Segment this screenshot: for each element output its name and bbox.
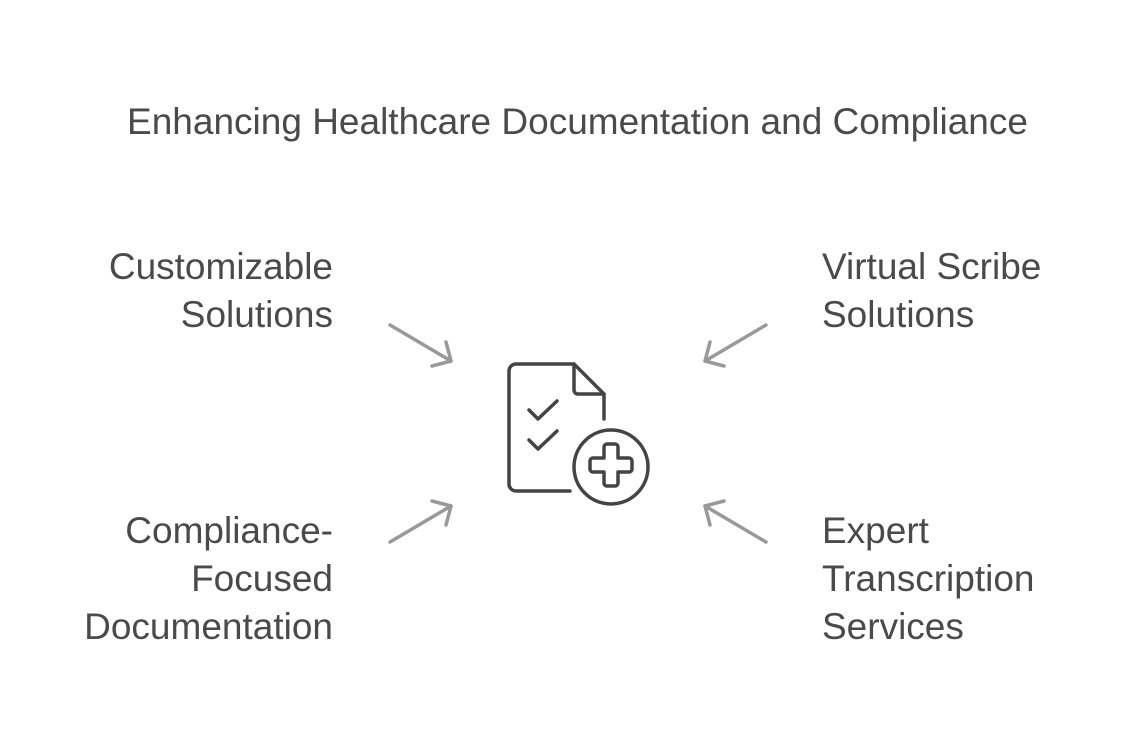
item-line: Customizable [108,246,333,287]
arrow-bottom-left-icon [388,499,453,544]
item-expert-transcription-services: Expert Transcription Services [822,507,1034,651]
diagram-title: Enhancing Healthcare Documentation and C… [127,101,1028,142]
item-line: Compliance- [125,510,333,551]
item-line: Documentation [84,606,333,647]
item-line: Solutions [180,294,333,335]
arrow-top-right-icon [703,323,768,368]
item-line: Transcription [822,558,1035,599]
item-customizable-solutions: Customizable Solutions [109,243,333,339]
item-line: Focused [191,558,333,599]
item-line: Solutions [822,294,975,335]
document-checklist-medical-plus-icon [507,362,650,506]
item-line: Expert [822,510,929,551]
item-virtual-scribe-solutions: Virtual Scribe Solutions [822,243,1041,339]
item-line: Services [822,606,964,647]
item-line: Virtual Scribe [822,246,1042,287]
item-compliance-focused-documentation: Compliance- Focused Documentation [84,507,333,651]
arrow-top-left-icon [388,323,453,368]
arrow-bottom-right-icon [703,499,768,544]
